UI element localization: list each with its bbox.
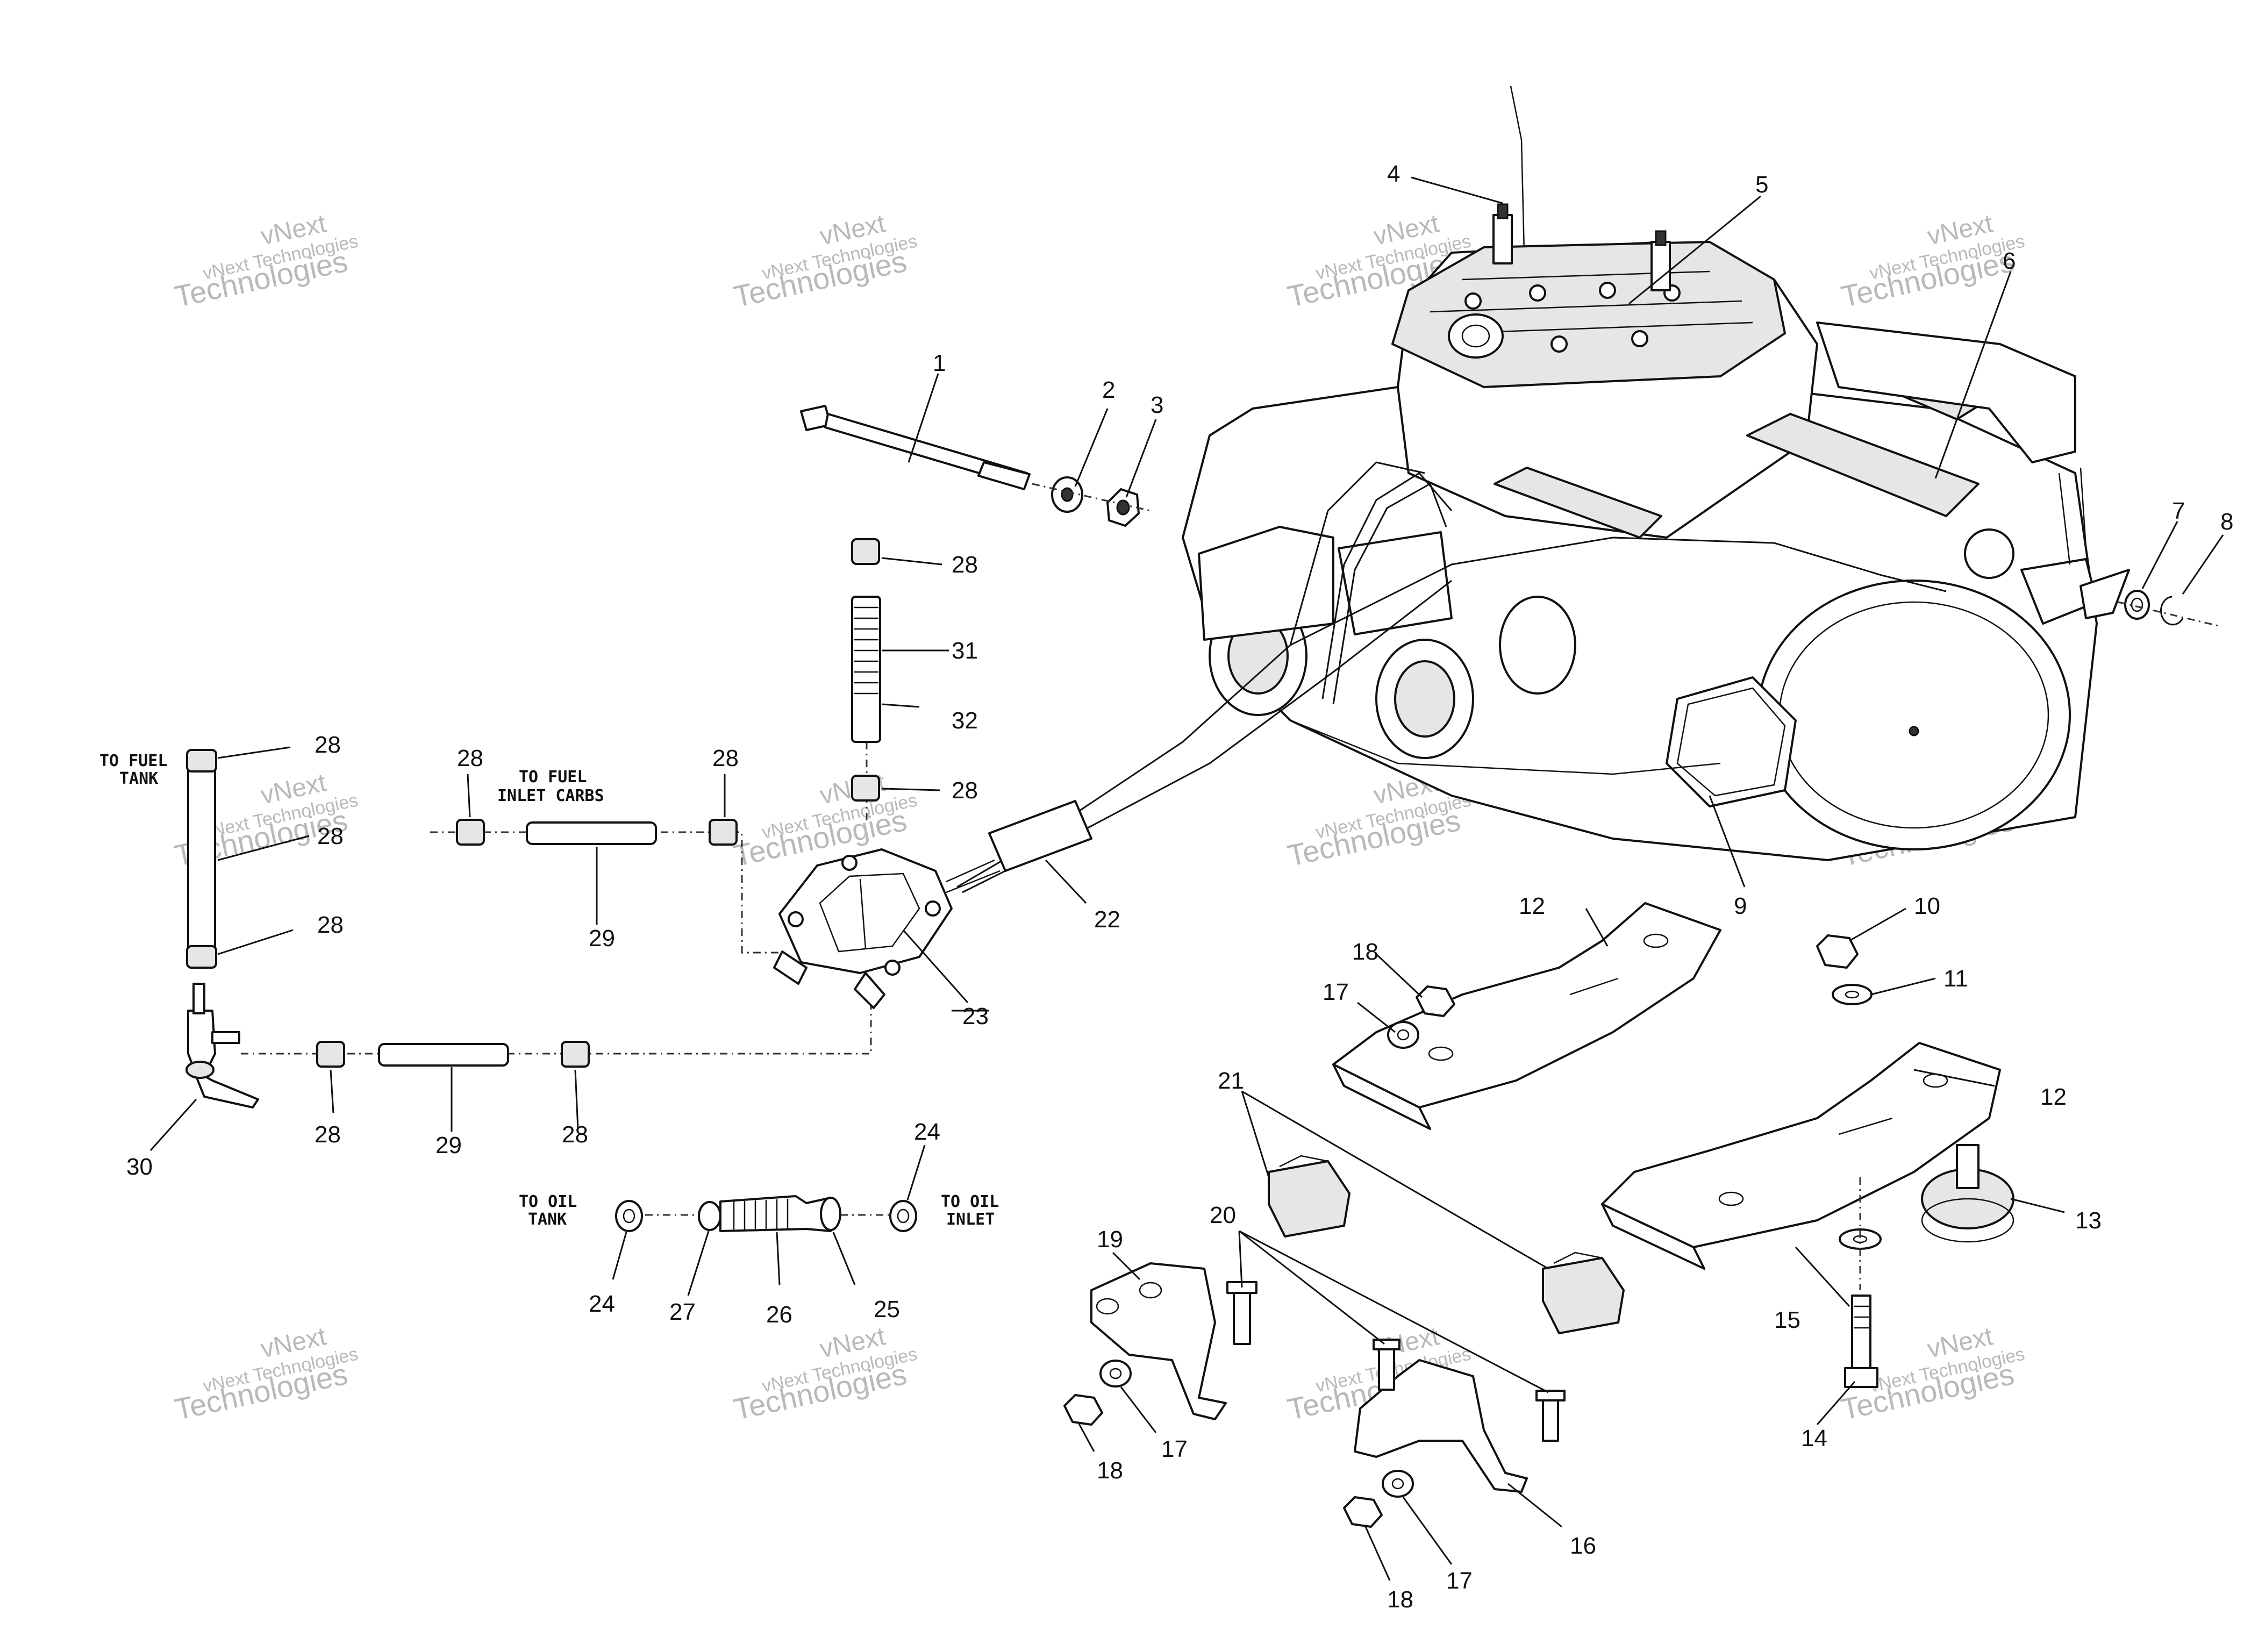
callout-32: 32 (952, 707, 978, 734)
callout-7: 7 (2172, 498, 2185, 524)
callout-19: 19 (1097, 1226, 1123, 1253)
label-to-oil-inlet-line2: INLET (946, 1210, 995, 1229)
callout-2: 2 (1102, 377, 1115, 403)
callout-numbers: 1 2 3 4 5 6 7 8 9 10 11 12 12 13 14 15 1… (126, 161, 2233, 1613)
callout-28-d: 28 (712, 745, 739, 771)
label-to-fuel-tank-line1: TO FUEL (99, 752, 167, 770)
part-7-washer (2124, 590, 2150, 620)
callout-26: 26 (766, 1301, 792, 1328)
label-to-oil-tank-line2: TANK (528, 1210, 567, 1229)
label-to-oil-inlet-line1: TO OIL (941, 1192, 999, 1211)
callout-27: 27 (669, 1299, 696, 1325)
label-to-fuel-inlet-carbs-line2: INLET CARBS (497, 786, 604, 805)
oil-line (615, 1195, 917, 1232)
part-8-clip (2160, 596, 2184, 626)
engine-assembly (946, 85, 2130, 893)
callout-28-g: 28 (315, 1121, 341, 1148)
callout-29-top: 29 (589, 925, 615, 952)
watermark-2: vNext vNext Technologies Technologies (731, 209, 919, 313)
callout-24-right: 24 (914, 1119, 940, 1145)
callout-9: 9 (1734, 893, 1747, 919)
watermark-9: vNext vNext Technologies Technologies (172, 1322, 360, 1426)
callout-12-upper: 12 (1519, 893, 1545, 919)
callout-28-c: 28 (457, 745, 483, 771)
callout-17-upper: 17 (1323, 979, 1349, 1005)
callout-10: 10 (1914, 893, 1940, 919)
callout-8: 8 (2220, 509, 2233, 535)
callout-25: 25 (874, 1296, 900, 1322)
callout-28-b: 28 (317, 912, 344, 938)
callout-15: 15 (1774, 1307, 1800, 1333)
callout-28-h: 28 (562, 1121, 588, 1148)
callout-11: 11 (1943, 966, 1968, 992)
watermark-10: vNext vNext Technologies Technologies (731, 1322, 919, 1426)
callout-18-upper: 18 (1352, 939, 1378, 965)
callout-4: 4 (1387, 161, 1400, 187)
label-to-fuel-inlet-carbs-line1: TO FUEL (519, 768, 587, 786)
callout-29-bottom: 29 (435, 1132, 462, 1158)
callout-14: 14 (1801, 1425, 1827, 1451)
callout-22: 22 (1094, 906, 1120, 933)
watermark-1: vNext vNext Technologies Technologies (172, 209, 360, 313)
fuel-lines (185, 538, 881, 1109)
callout-18-bottom: 18 (1387, 1586, 1413, 1613)
leader-lines (149, 176, 2224, 1581)
callout-28-i: 28 (317, 823, 344, 849)
callout-28-f: 28 (952, 777, 978, 804)
label-to-fuel-tank-line2: TANK (119, 769, 158, 788)
part-23-fuel-pump (773, 848, 953, 1009)
part-3-nut (1106, 488, 1140, 527)
callout-18-left: 18 (1097, 1457, 1123, 1484)
label-to-oil-tank-line1: TO OIL (519, 1192, 577, 1211)
callout-16: 16 (1570, 1533, 1596, 1559)
callout-6: 6 (2003, 248, 2016, 274)
callout-12-lower: 12 (2040, 1084, 2067, 1110)
engine-mount-brackets (1063, 902, 2014, 1528)
part-1-long-bolt (800, 405, 1031, 490)
callout-17-bottom: 17 (1446, 1568, 1473, 1594)
callout-23: 23 (962, 1003, 989, 1029)
callout-24-left: 24 (589, 1291, 615, 1317)
callout-31: 31 (952, 638, 978, 664)
callout-20: 20 (1210, 1202, 1236, 1228)
callout-21: 21 (1218, 1068, 1244, 1094)
callout-28-e: 28 (952, 552, 978, 578)
destination-labels: TO FUEL TANK TO FUEL INLET CARBS TO OIL … (99, 752, 999, 1229)
callout-30: 30 (126, 1154, 153, 1180)
callout-13: 13 (2075, 1207, 2102, 1234)
callout-5: 5 (1755, 171, 1768, 198)
callout-3: 3 (1151, 392, 1163, 418)
callout-17-left: 17 (1161, 1436, 1188, 1462)
callout-1: 1 (933, 350, 946, 376)
callout-28-a: 28 (315, 732, 341, 758)
